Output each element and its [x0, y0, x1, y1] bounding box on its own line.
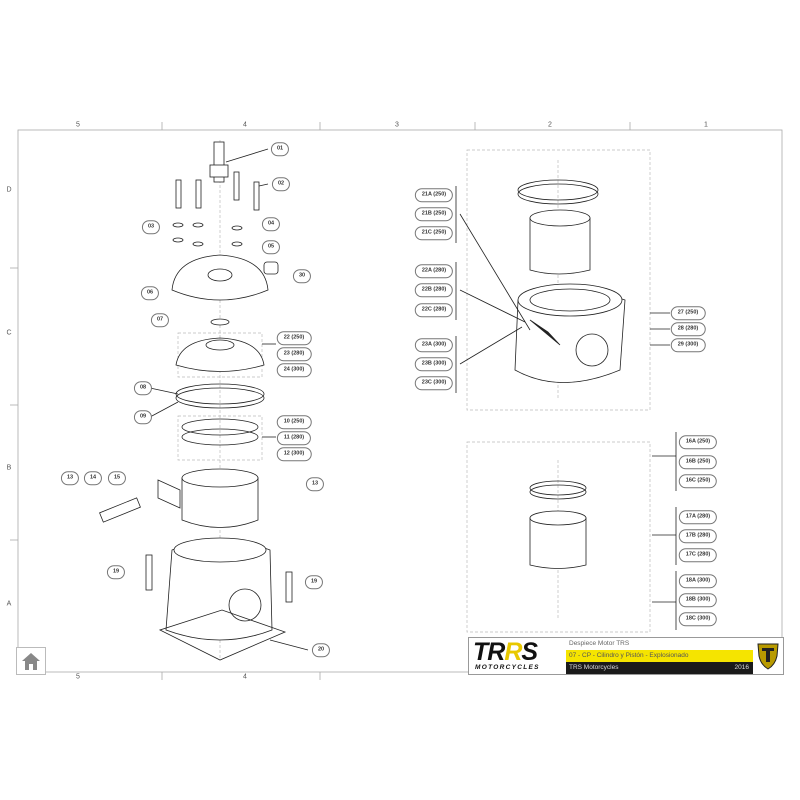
drawing-title: 07 - CP - Cilindro y Pistón - Explosiona… — [566, 650, 753, 662]
title-block: TRRS MOTORCYCLES Despiece Motor TRS 07 -… — [468, 637, 784, 675]
callout: 10 (250) — [276, 415, 312, 429]
callout: 04 — [261, 217, 281, 231]
callout: 12 (300) — [276, 447, 312, 461]
column-label: 4 — [243, 121, 247, 129]
callout: 16A (250) — [678, 435, 718, 449]
callout: 21C (250) — [414, 226, 454, 240]
callout: 13 — [60, 471, 80, 485]
callout: 15 — [107, 471, 127, 485]
callout: 24 (300) — [276, 363, 312, 377]
company-name: TRS Motorcycles — [569, 664, 619, 671]
callout: 20 — [311, 643, 331, 657]
callout: 16C (250) — [678, 474, 718, 488]
callout: 17A (280) — [678, 510, 718, 524]
callout: 17B (280) — [678, 529, 718, 543]
callout: 30 — [292, 269, 312, 283]
drawing-subject: Despiece Motor TRS — [566, 638, 753, 650]
column-label: 3 — [395, 121, 399, 129]
callout: 19 — [304, 575, 324, 589]
column-label: 4 — [243, 673, 247, 681]
column-label: 5 — [76, 673, 80, 681]
row-label: C — [6, 329, 12, 337]
callout: 05 — [261, 240, 281, 254]
callout: 18B (300) — [678, 593, 718, 607]
callout: 21A (250) — [414, 188, 454, 202]
callout: 18C (300) — [678, 612, 718, 626]
callout: 06 — [140, 286, 160, 300]
trs-logo: TRRS MOTORCYCLES — [473, 638, 540, 671]
column-label: 2 — [548, 121, 552, 129]
callout: 23A (300) — [414, 338, 454, 352]
callout: 27 (250) — [670, 306, 706, 320]
drawing-year: 2016 — [734, 664, 749, 671]
callout: 22 (250) — [276, 331, 312, 345]
callout: 22A (280) — [414, 264, 454, 278]
callout: 03 — [141, 220, 161, 234]
callout: 01 — [270, 142, 290, 156]
column-label: 1 — [704, 121, 708, 129]
callout: 11 (280) — [276, 431, 312, 445]
drawing-frame — [17, 129, 783, 673]
callout: 18A (300) — [678, 574, 718, 588]
callout: 17C (280) — [678, 548, 718, 562]
row-label: D — [6, 186, 12, 194]
callout: 19 — [106, 565, 126, 579]
column-label: 5 — [76, 121, 80, 129]
home-button[interactable] — [16, 647, 46, 675]
callout: 23 (280) — [276, 347, 312, 361]
company-row: TRS Motorcycles 2016 — [566, 662, 753, 674]
row-label: A — [6, 600, 12, 608]
callout: 28 (280) — [670, 322, 706, 336]
row-label: B — [6, 464, 12, 472]
trs-shield-icon — [757, 643, 779, 670]
callout: 22C (280) — [414, 303, 454, 317]
callout: 22B (280) — [414, 283, 454, 297]
callout: 23C (300) — [414, 376, 454, 390]
home-icon — [22, 653, 40, 670]
callout: 29 (300) — [670, 338, 706, 352]
callout: 07 — [150, 313, 170, 327]
logo-subtitle: MOTORCYCLES — [475, 664, 540, 671]
callout: 13 — [305, 477, 325, 491]
callout: 08 — [133, 381, 153, 395]
callout: 16B (250) — [678, 455, 718, 469]
callout: 02 — [271, 177, 291, 191]
callout: 21B (250) — [414, 207, 454, 221]
callout: 23B (300) — [414, 357, 454, 371]
callout: 14 — [83, 471, 103, 485]
callout: 09 — [133, 410, 153, 424]
